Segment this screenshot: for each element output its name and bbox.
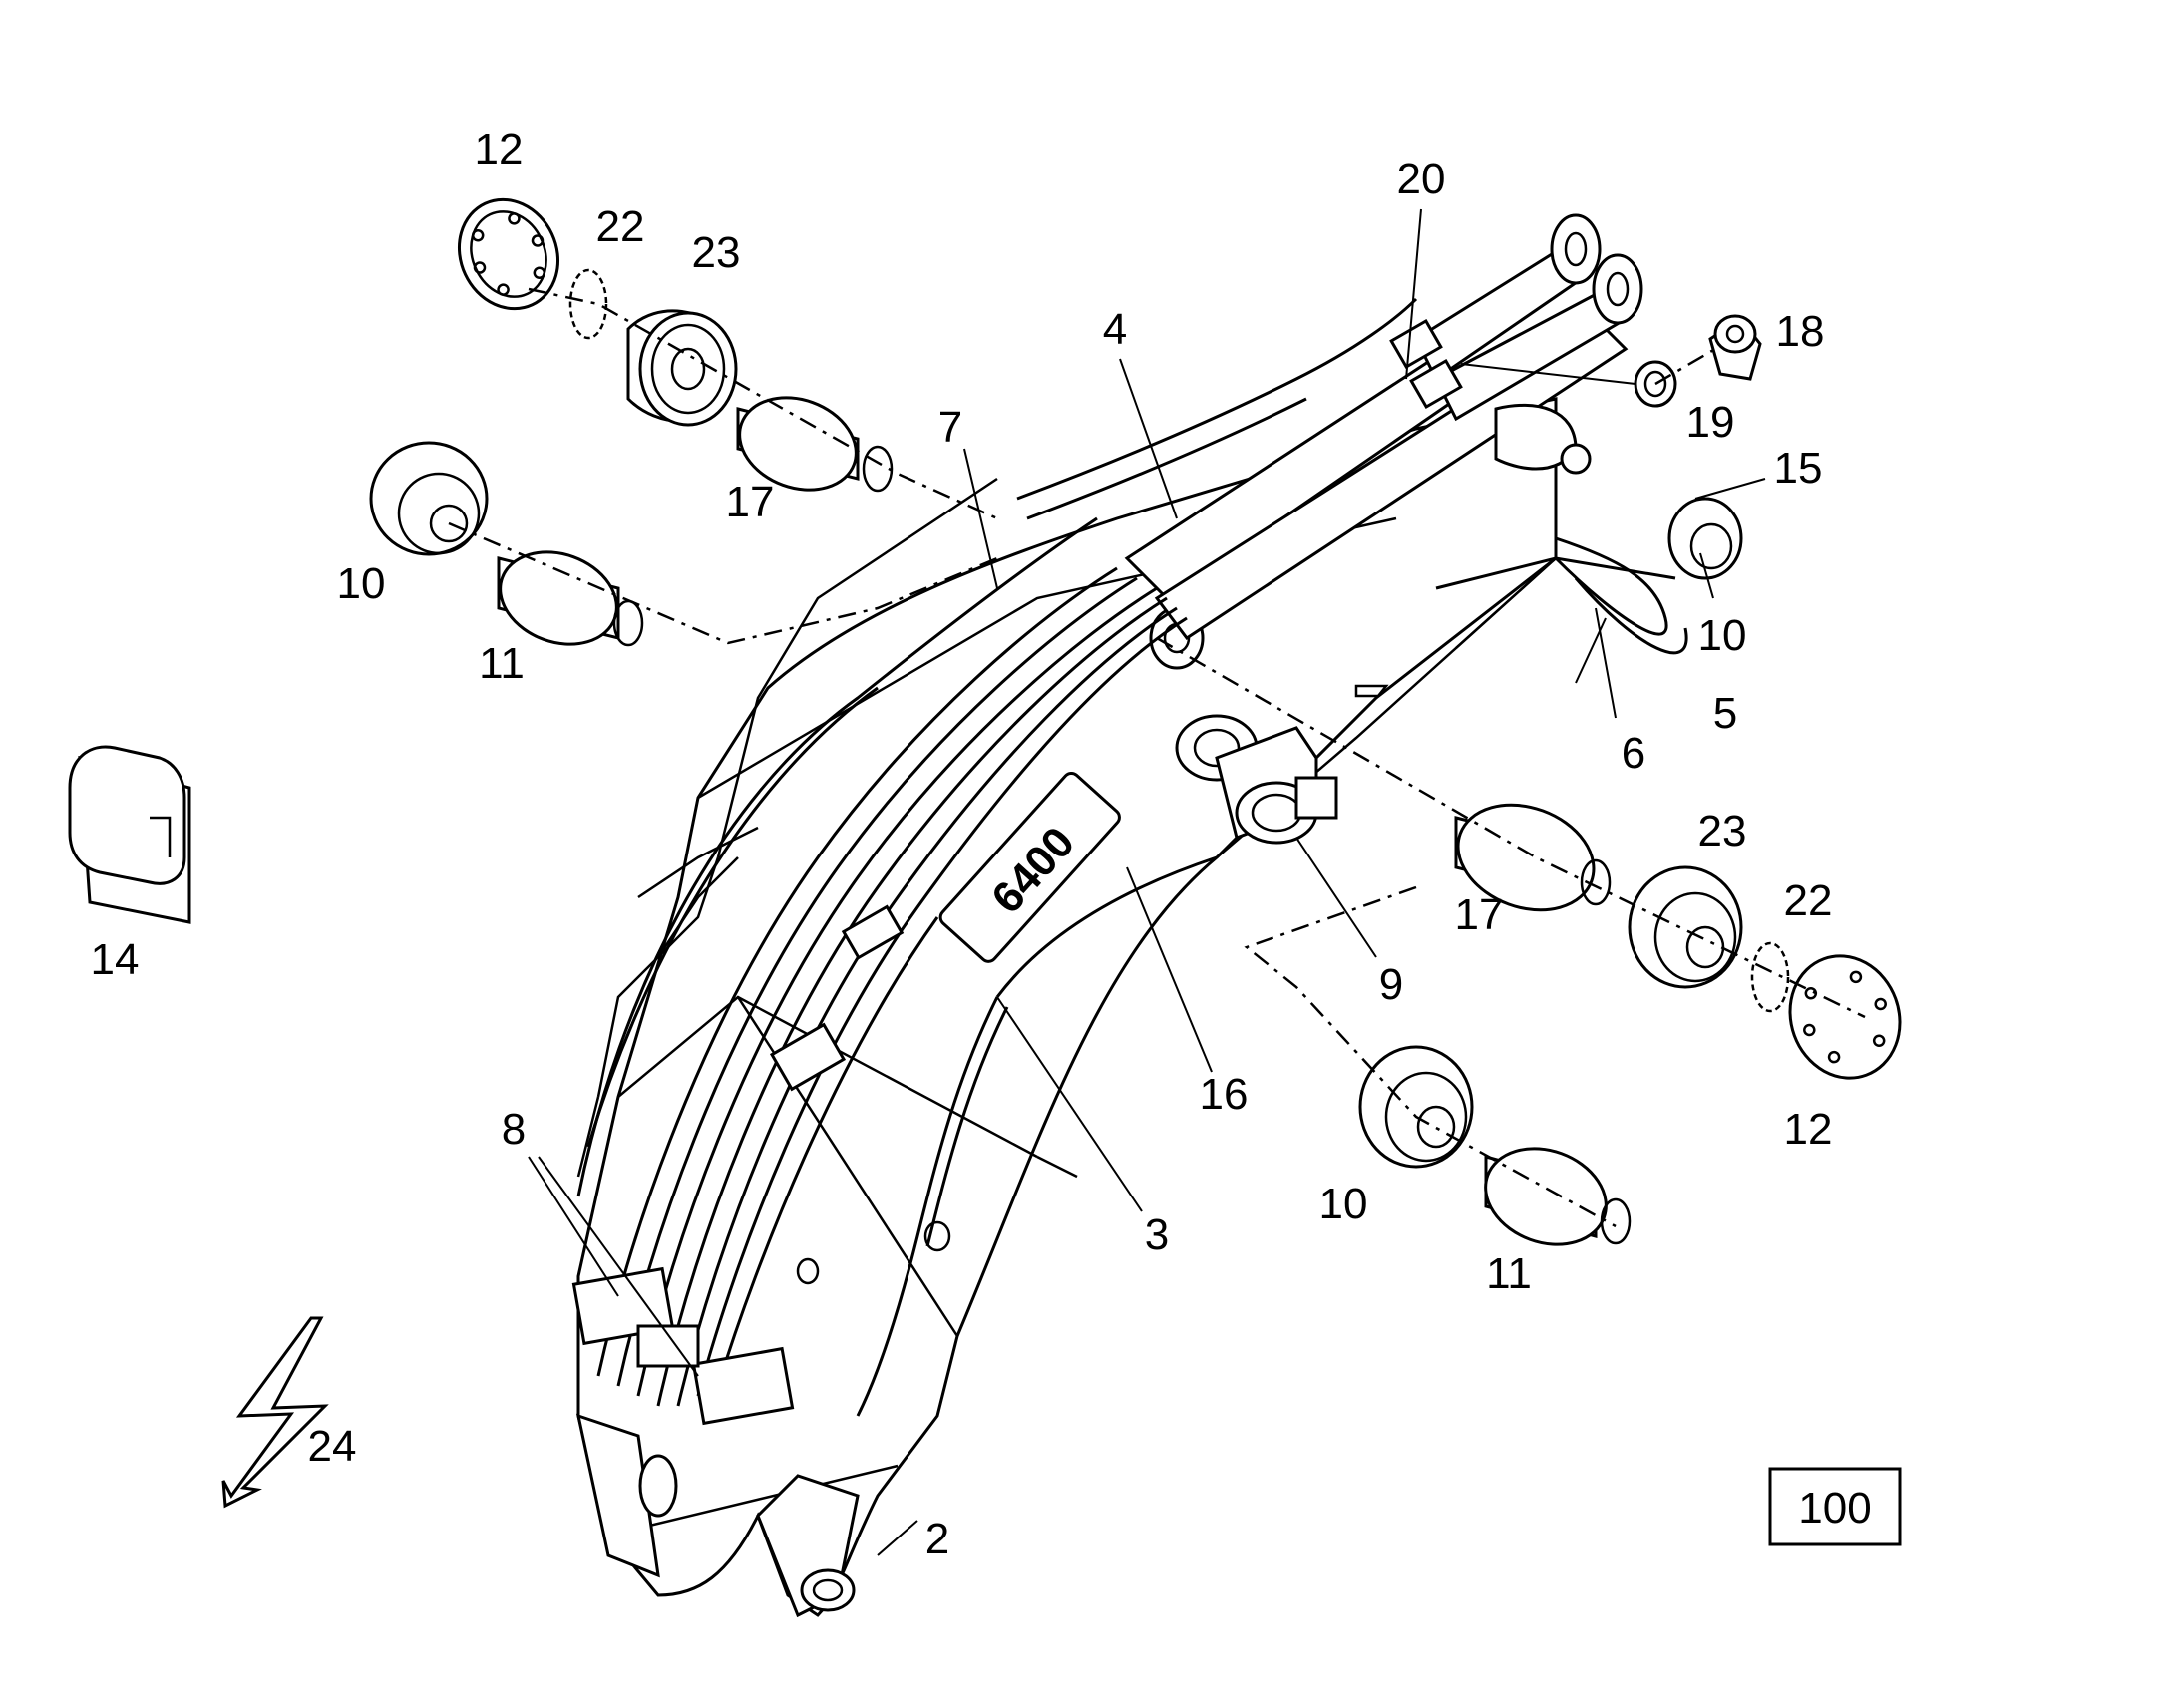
callout-10-right: 10 bbox=[1698, 611, 1747, 660]
callout-8: 8 bbox=[502, 1105, 526, 1154]
callout-16: 16 bbox=[1200, 1070, 1249, 1119]
callout-10-lower: 10 bbox=[1319, 1180, 1368, 1228]
callout-19: 19 bbox=[1686, 398, 1735, 447]
callout-23-upper: 23 bbox=[692, 228, 741, 277]
callout-5: 5 bbox=[1713, 689, 1737, 738]
callout-18: 18 bbox=[1776, 307, 1825, 356]
centerlines bbox=[448, 287, 1866, 1228]
callout-6: 6 bbox=[1622, 729, 1645, 778]
callout-17-lower: 17 bbox=[1455, 890, 1504, 939]
boom-lettering: 6400 bbox=[938, 771, 1121, 963]
callout-2: 2 bbox=[925, 1515, 949, 1563]
retaining-ring-22-upper bbox=[568, 268, 608, 340]
callout-20: 20 bbox=[1397, 155, 1446, 203]
bushing-23-right bbox=[1628, 865, 1743, 989]
callout-11-upper: 11 bbox=[479, 639, 525, 688]
pin-11-lower bbox=[1484, 1147, 1632, 1246]
lightning-bolt-icon bbox=[221, 1316, 329, 1509]
callout-3: 3 bbox=[1145, 1210, 1169, 1259]
callout-15: 15 bbox=[1774, 444, 1823, 493]
callout-9: 9 bbox=[1379, 960, 1403, 1009]
callout-14: 14 bbox=[91, 935, 140, 984]
hose-bundle-main bbox=[571, 297, 1688, 1426]
bushing-10-right bbox=[1667, 497, 1743, 580]
callout-4: 4 bbox=[1103, 305, 1127, 354]
boom-assembly bbox=[575, 397, 1558, 1618]
end-cover-12-upper bbox=[457, 197, 560, 311]
pin-17-upper bbox=[736, 396, 894, 493]
work-lamp-14 bbox=[68, 745, 191, 924]
fitting-18 bbox=[1708, 314, 1762, 381]
callout-24: 24 bbox=[308, 1422, 357, 1471]
bushing-10-left bbox=[369, 441, 489, 556]
callout-23-lower: 23 bbox=[1698, 807, 1747, 855]
callout-10-left: 10 bbox=[337, 559, 386, 608]
bushing-23-upper bbox=[626, 309, 738, 427]
callout-22-upper: 22 bbox=[596, 202, 645, 251]
retaining-ring-22-lower bbox=[1750, 941, 1790, 1013]
bushing-10-lower bbox=[1358, 1045, 1474, 1169]
callout-17-upper: 17 bbox=[726, 478, 775, 526]
callout-7: 7 bbox=[938, 403, 962, 452]
leader-lines bbox=[528, 208, 1766, 1556]
boom-cylinders bbox=[1124, 213, 1643, 641]
callout-11-lower: 11 bbox=[1486, 1249, 1532, 1298]
callout-12-upper: 12 bbox=[475, 125, 524, 173]
callout-12-lower: 12 bbox=[1784, 1105, 1833, 1154]
page-reference-box: 100 bbox=[1768, 1467, 1902, 1546]
callout-22-lower: 22 bbox=[1784, 876, 1833, 925]
end-cover-12-lower bbox=[1788, 954, 1902, 1080]
callout-labels: 12 22 23 4 20 18 19 7 17 15 10 11 10 5 6… bbox=[91, 125, 1833, 1563]
page-reference-number: 100 bbox=[1798, 1484, 1871, 1533]
